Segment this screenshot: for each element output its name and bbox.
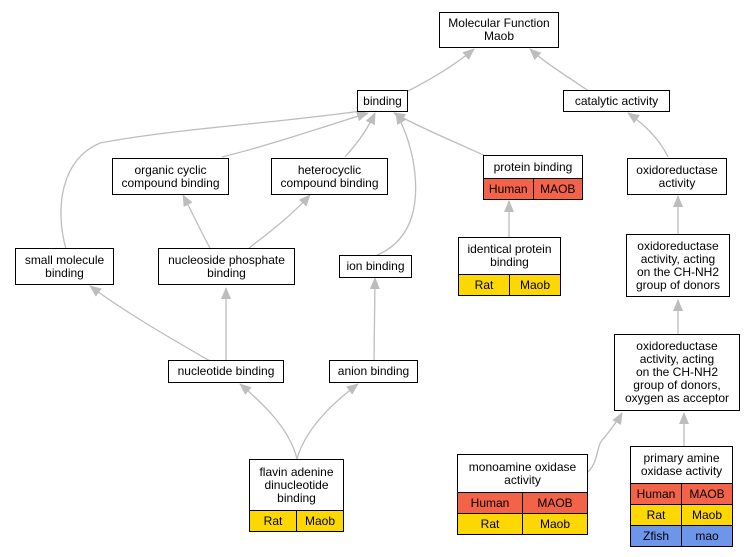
edge-fad-nucleotide bbox=[239, 383, 298, 460]
node-ion-binding[interactable]: ion binding bbox=[339, 255, 412, 278]
species-cell: Human bbox=[458, 493, 522, 513]
edge-fad-anion bbox=[296, 383, 359, 460]
gene-cell: MAOB bbox=[681, 484, 732, 504]
gene-cell: MAOB bbox=[522, 493, 587, 513]
gene-cell: Maob bbox=[509, 275, 560, 295]
edge-ion-binding bbox=[374, 112, 417, 257]
node-small-molecule-binding[interactable]: small molecule binding bbox=[15, 248, 114, 285]
edge-nucleotide-small bbox=[89, 285, 211, 362]
gene-cell: Maob bbox=[681, 505, 732, 525]
edge-oxido-catalytic bbox=[627, 112, 669, 158]
gene-cell: Maob bbox=[296, 511, 343, 531]
annotation-row: Rat Maob bbox=[459, 274, 560, 295]
edge-anion-ion bbox=[369, 277, 380, 362]
annotation-row: Rat Maob bbox=[250, 510, 343, 531]
node-oxidoreductase-oxygen-acceptor[interactable]: oxidoreductase activity, acting on the C… bbox=[614, 334, 740, 411]
node-organic-cyclic-compound-binding[interactable]: organic cyclic compound binding bbox=[112, 158, 229, 195]
gene-cell: MAOB bbox=[532, 179, 582, 199]
edge-protein-binding bbox=[393, 112, 489, 158]
edge-catalytic-mf bbox=[529, 48, 591, 93]
edge-nucphos-organic bbox=[182, 194, 211, 249]
annotation-row: Human MAOB bbox=[458, 492, 587, 513]
node-primary-amine-oxidase-activity[interactable]: primary amine oxidase activity Human MAO… bbox=[630, 446, 733, 547]
species-cell: Rat bbox=[459, 275, 509, 295]
gene-cell: Maob bbox=[522, 514, 587, 534]
node-monoamine-oxidase-activity[interactable]: monoamine oxidase activity Human MAOB Ra… bbox=[457, 454, 588, 535]
gene-cell: mao bbox=[681, 526, 732, 546]
node-catalytic-activity[interactable]: catalytic activity bbox=[563, 90, 670, 112]
edge-hetero-binding bbox=[344, 112, 376, 158]
node-anion-binding[interactable]: anion binding bbox=[329, 360, 418, 383]
species-cell: Human bbox=[484, 179, 533, 199]
annotation-row: Zfish mao bbox=[631, 525, 732, 546]
species-cell: Rat bbox=[250, 511, 296, 531]
node-nucleotide-binding[interactable]: nucleotide binding bbox=[168, 360, 284, 383]
edge-binding-mf bbox=[403, 48, 475, 94]
species-cell: Zfish bbox=[631, 526, 681, 546]
annotation-row: Human MAOB bbox=[631, 483, 732, 504]
node-molecular-function-maob[interactable]: Molecular Function Maob bbox=[439, 12, 559, 48]
annotation-row: Rat Maob bbox=[631, 504, 732, 525]
node-protein-binding[interactable]: protein binding Human MAOB bbox=[483, 155, 583, 200]
annotation-row: Rat Maob bbox=[458, 513, 587, 534]
species-cell: Rat bbox=[631, 505, 681, 525]
edge-nucphos-hetero bbox=[248, 194, 311, 249]
node-flavin-adenine-dinucleotide-binding[interactable]: flavin adenine dinucleotide binding Rat … bbox=[249, 459, 344, 532]
node-binding[interactable]: binding bbox=[357, 90, 408, 112]
species-cell: Rat bbox=[458, 514, 522, 534]
node-identical-protein-binding[interactable]: identical protein binding Rat Maob bbox=[458, 237, 561, 296]
edge-mao-oxoxy bbox=[587, 412, 623, 473]
node-oxidoreductase-ch-nh2[interactable]: oxidoreductase activity, acting on the C… bbox=[626, 234, 730, 297]
edge-small-binding bbox=[60, 106, 369, 250]
node-heterocyclic-compound-binding[interactable]: heterocyclic compound binding bbox=[271, 158, 388, 195]
edge-organic-binding bbox=[221, 111, 369, 158]
node-oxidoreductase-activity[interactable]: oxidoreductase activity bbox=[627, 158, 727, 195]
annotation-row: Human MAOB bbox=[484, 178, 582, 199]
species-cell: Human bbox=[631, 484, 681, 504]
node-nucleoside-phosphate-binding[interactable]: nucleoside phosphate binding bbox=[158, 248, 295, 285]
